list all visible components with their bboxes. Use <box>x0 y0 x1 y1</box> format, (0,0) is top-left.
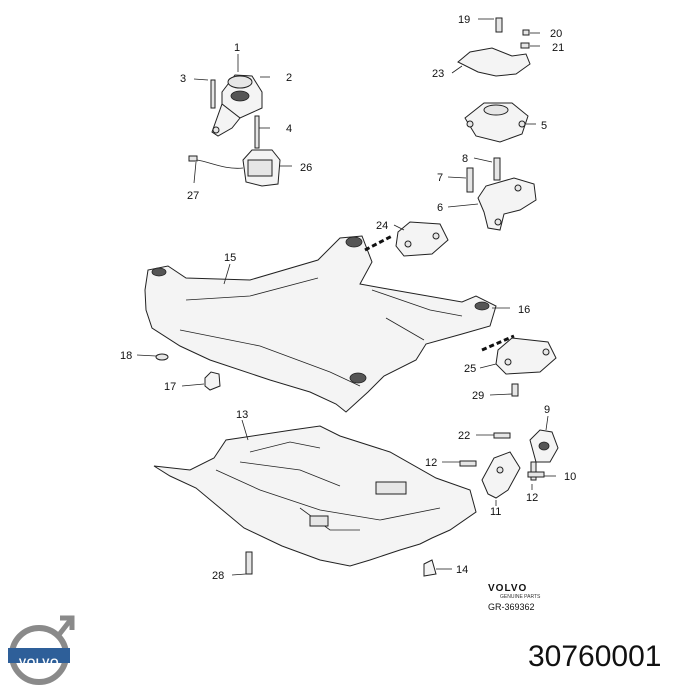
right-bracket-assembly <box>466 157 537 231</box>
callout-25: 25 <box>464 363 476 375</box>
logo-wordmark: VOLVO <box>18 657 60 669</box>
callout-3: 3 <box>180 73 186 85</box>
callout-23: 23 <box>432 68 444 80</box>
callout-9: 9 <box>544 404 550 416</box>
subframe-assembly <box>144 221 557 413</box>
callout-29: 29 <box>472 390 484 402</box>
callout-12-right: 12 <box>526 492 538 504</box>
callout-22: 22 <box>458 430 470 442</box>
callout-7: 7 <box>437 172 443 184</box>
upper-right-mount-assembly <box>457 17 531 143</box>
lower-right-mount-assembly <box>459 429 559 499</box>
brand-text: VOLVO <box>488 583 528 594</box>
callout-10: 10 <box>564 471 576 483</box>
callout-2: 2 <box>286 72 292 84</box>
part-number: 30760001 <box>528 640 662 673</box>
callout-11: 11 <box>490 506 501 518</box>
callout-13: 13 <box>236 409 248 421</box>
callout-18: 18 <box>120 350 132 362</box>
callout-19: 19 <box>458 14 470 26</box>
callout-24: 24 <box>376 220 388 232</box>
callout-16: 16 <box>518 304 530 316</box>
callout-15: 15 <box>224 252 236 264</box>
callout-5: 5 <box>541 120 547 132</box>
callout-17: 17 <box>164 381 176 393</box>
callout-21: 21 <box>552 42 564 54</box>
brand-subtext: GENUINE PARTS <box>500 594 541 600</box>
diagram-reference-code: GR-369362 <box>488 602 535 612</box>
callout-8: 8 <box>462 153 468 165</box>
callout-28: 28 <box>212 570 224 582</box>
callout-20: 20 <box>550 28 562 40</box>
callout-12-left: 12 <box>425 457 437 469</box>
callout-6: 6 <box>437 202 443 214</box>
engine-mount-assembly <box>188 74 281 187</box>
callout-4: 4 <box>286 123 292 135</box>
skid-plate-assembly <box>153 425 477 577</box>
volvo-logo <box>8 615 75 685</box>
callout-1: 1 <box>234 42 240 54</box>
callout-26: 26 <box>300 162 312 174</box>
leader-lines <box>136 18 556 576</box>
callout-27: 27 <box>187 190 199 202</box>
callout-14: 14 <box>456 564 468 576</box>
